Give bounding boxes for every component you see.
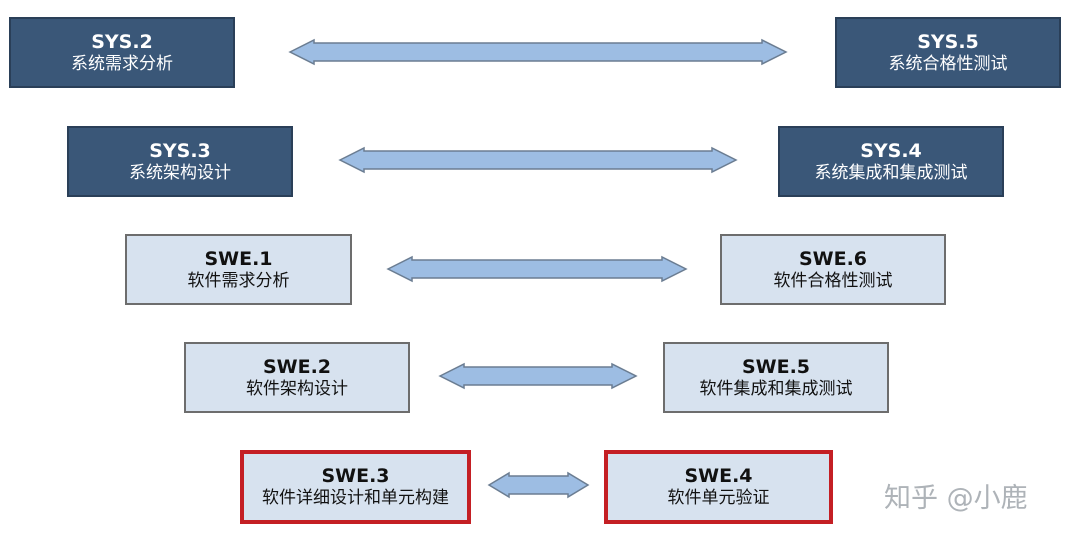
double-arrow-row4 — [438, 362, 638, 390]
process-name: 软件架构设计 — [246, 378, 348, 399]
process-code: SYS.3 — [149, 139, 211, 162]
process-code: SWE.1 — [204, 247, 273, 270]
process-name: 系统合格性测试 — [888, 53, 1008, 74]
process-name: 软件需求分析 — [187, 270, 290, 291]
process-box-sys3: SYS.3 系统架构设计 — [67, 126, 293, 197]
process-name: 系统需求分析 — [71, 53, 173, 74]
process-name: 系统集成和集成测试 — [814, 162, 968, 183]
process-box-swe6: SWE.6 软件合格性测试 — [720, 234, 946, 305]
process-box-swe4: SWE.4 软件单元验证 — [604, 450, 833, 524]
process-box-sys5: SYS.5 系统合格性测试 — [835, 17, 1061, 88]
process-name: 软件集成和集成测试 — [699, 378, 853, 399]
process-box-sys2: SYS.2 系统需求分析 — [9, 17, 235, 88]
double-arrow-row3 — [386, 255, 688, 283]
process-code: SWE.2 — [262, 355, 332, 378]
process-code: SWE.5 — [741, 355, 811, 378]
process-name: 软件合格性测试 — [773, 270, 893, 291]
process-name: 系统架构设计 — [129, 162, 231, 183]
process-name: 软件单元验证 — [667, 488, 770, 509]
process-box-swe3: SWE.3 软件详细设计和单元构建 — [240, 450, 471, 524]
process-code: SYS.2 — [91, 30, 153, 53]
process-code: SWE.4 — [684, 465, 753, 488]
double-arrow-row5 — [487, 471, 590, 499]
process-box-sys4: SYS.4 系统集成和集成测试 — [778, 126, 1004, 197]
double-arrow-row1 — [288, 38, 788, 66]
process-box-swe5: SWE.5 软件集成和集成测试 — [663, 342, 889, 413]
process-code: SWE.6 — [798, 247, 868, 270]
process-code: SYS.5 — [917, 30, 979, 53]
process-name: 软件详细设计和单元构建 — [262, 488, 449, 509]
process-code: SYS.4 — [860, 139, 922, 162]
watermark: 知乎 @小鹿 — [884, 483, 1028, 514]
double-arrow-row2 — [338, 146, 738, 174]
process-box-swe1: SWE.1 软件需求分析 — [125, 234, 352, 305]
process-box-swe2: SWE.2 软件架构设计 — [184, 342, 410, 413]
process-code: SWE.3 — [321, 465, 390, 488]
